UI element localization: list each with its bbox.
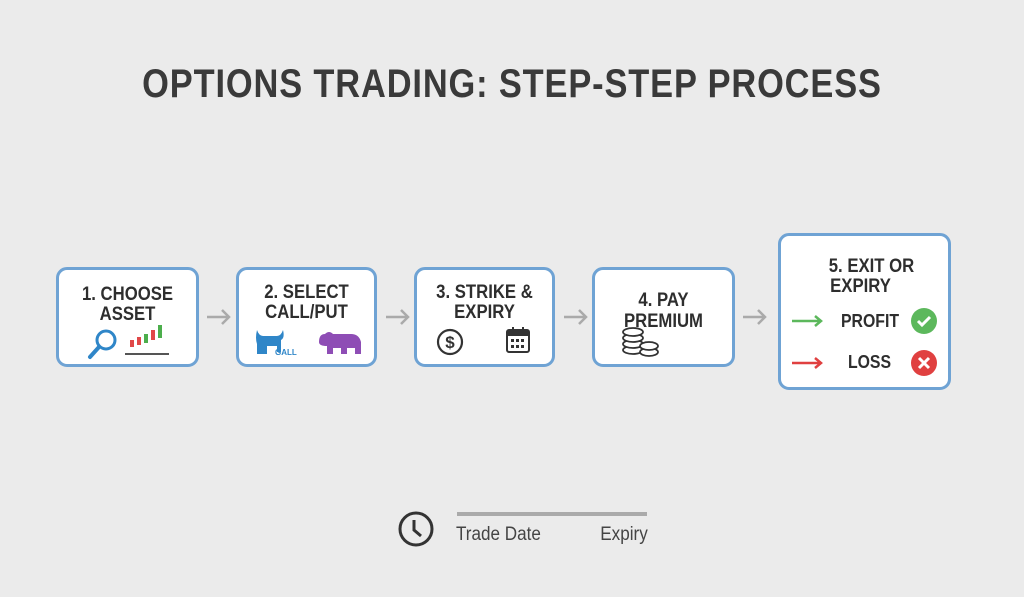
step-3-line1: 3. STRIKE & xyxy=(436,282,533,303)
step-2-line1: 2. SELECT xyxy=(264,282,349,303)
step-2-line2: CALL/PUT xyxy=(265,302,348,323)
calendar-icon xyxy=(506,327,530,353)
timeline-end-label: Expiry xyxy=(600,524,648,545)
step-4-line1: 4. PAY PREMIUM xyxy=(624,290,703,332)
dollar-icon: $ xyxy=(436,328,464,356)
step-3-line2: EXPIRY xyxy=(454,302,515,323)
candlestick-chart-icon xyxy=(125,325,169,355)
arrow-right-icon xyxy=(564,309,588,325)
profit-label: PROFIT xyxy=(840,311,900,331)
timeline-bar xyxy=(457,512,647,516)
step-3-box: 3. STRIKE & EXPIRY $ xyxy=(414,267,555,367)
arrow-right-icon xyxy=(386,309,410,325)
step-4-box: 4. PAY PREMIUM xyxy=(592,267,735,367)
green-arrow-icon xyxy=(792,315,823,327)
bull-icon xyxy=(256,330,284,354)
clock-icon xyxy=(398,511,434,547)
step-5-line2: EXPIRY xyxy=(830,276,891,297)
bull-label: GALL xyxy=(275,348,297,357)
step-1-line2: ASSET xyxy=(99,304,156,325)
svg-text:$: $ xyxy=(445,333,455,352)
timeline-start-label: Trade Date xyxy=(456,524,541,545)
red-arrow-icon xyxy=(792,357,823,369)
coins-icon xyxy=(622,327,659,357)
step-5-line1: 5. EXIT OR xyxy=(828,256,915,277)
check-icon xyxy=(911,308,937,334)
loss-label: LOSS xyxy=(847,352,892,372)
arrow-right-icon xyxy=(743,309,767,325)
step-1-line1: 1. CHOOSE xyxy=(81,284,174,305)
arrow-right-icon xyxy=(207,309,231,325)
page-title: OPTIONS TRADING: STEP-STEP PROCESS xyxy=(142,62,882,106)
step-1-box: 1. CHOOSE ASSET xyxy=(56,267,199,367)
magnifier-icon xyxy=(88,329,117,359)
bear-icon xyxy=(319,332,361,354)
step-5-box: 5. EXIT OR EXPIRY PROFIT LOSS xyxy=(778,233,951,390)
x-icon xyxy=(911,350,937,376)
step-2-box: 2. SELECT CALL/PUT GALL xyxy=(236,267,377,367)
